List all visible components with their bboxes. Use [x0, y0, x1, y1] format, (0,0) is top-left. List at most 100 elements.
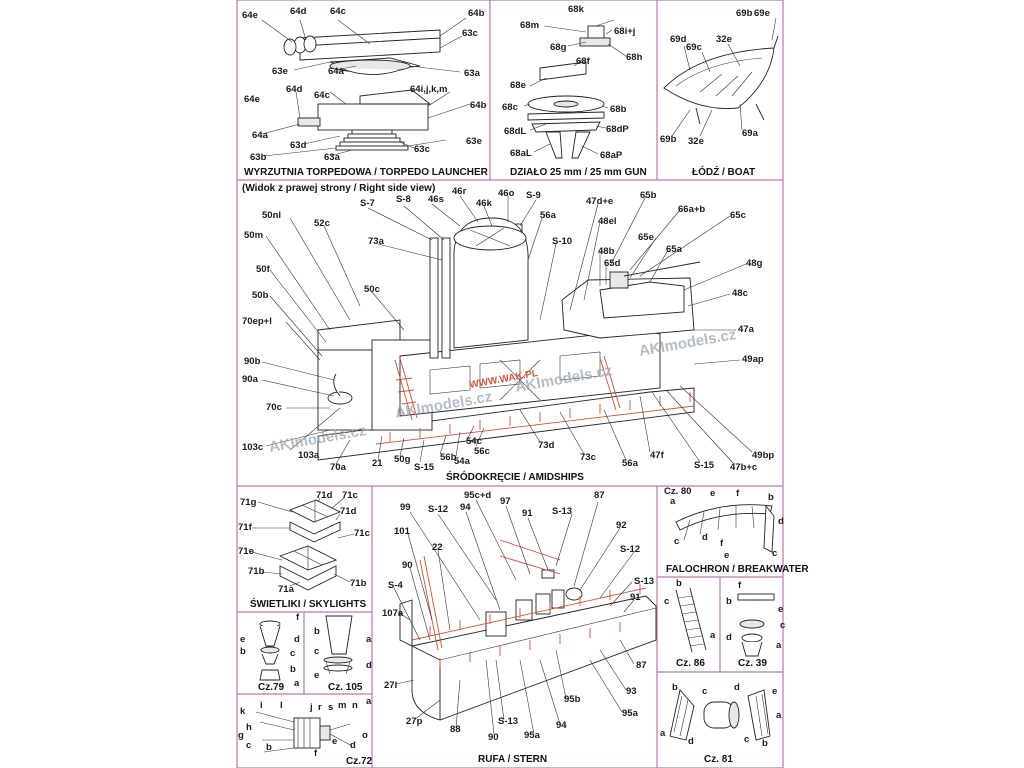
- breakwater-label: c: [674, 536, 679, 547]
- torpedo-label: 63c: [414, 144, 430, 155]
- amidships-label: 70a: [330, 462, 347, 473]
- cz105-drawing: [323, 615, 353, 675]
- stern-label: 90: [488, 732, 499, 743]
- breakwater-label: d: [702, 532, 708, 543]
- torpedo-label: 64d: [286, 84, 303, 95]
- skylight-label: 71a: [278, 584, 295, 595]
- amidships-label: 50b: [252, 290, 269, 301]
- cz81-labels: b c a d e a d c b Cz. 81: [660, 682, 782, 765]
- amidships-label: 21: [372, 458, 383, 469]
- amidships-label: 90b: [244, 356, 261, 367]
- cz72-label: h: [246, 722, 252, 733]
- amidships-label: 56a: [622, 458, 639, 469]
- cz79-label: d: [294, 634, 300, 645]
- gun-leader-lines: [523, 25, 627, 155]
- amidships-label: 70c: [266, 402, 282, 413]
- breakwater-label: d: [778, 516, 784, 527]
- cz105-label: d: [366, 660, 372, 671]
- cz81-label: e: [772, 686, 777, 697]
- amidships-label: S-7: [360, 198, 375, 209]
- cz81-label: c: [702, 686, 707, 697]
- cz105-label: e: [314, 670, 319, 681]
- cz81-drawing: [669, 689, 771, 741]
- gun-label: 68h: [626, 52, 643, 63]
- skylight-label: 71c: [354, 528, 370, 539]
- cz81-label: c: [744, 734, 749, 745]
- cz72-label: o: [362, 730, 368, 741]
- cz72-label: i: [260, 700, 263, 711]
- amidships-label: 46r: [452, 186, 467, 197]
- cz39-label: d: [726, 632, 732, 643]
- cz86-drawing: [675, 587, 707, 653]
- cz81-label: a: [660, 728, 666, 739]
- cz39-drawing: [737, 593, 775, 657]
- amidships-label: 103a: [298, 450, 320, 461]
- gun-label: 68e: [510, 80, 526, 91]
- torpedo-label: 64e: [244, 94, 260, 105]
- cz79-drawing: [259, 620, 281, 681]
- cz105-label: c: [314, 646, 319, 657]
- breakwater-drawing: [675, 504, 775, 553]
- cz72-label: m: [338, 700, 346, 711]
- stern-label: S-12: [620, 544, 640, 555]
- cz72-label: d: [350, 740, 356, 751]
- boat-label: 32e: [688, 136, 704, 147]
- cz81-label: b: [672, 682, 678, 693]
- amidships-label: 50nl: [262, 210, 281, 221]
- torpedo-labels: 64e 64d 64c 64b 63c 63e 64a 63a 64e 64d …: [242, 6, 489, 178]
- cz81-caption: Cz. 81: [704, 754, 733, 765]
- boat-label: 69b: [736, 8, 753, 19]
- cz72-label: b: [266, 742, 272, 753]
- stern-label: S-13: [498, 716, 518, 727]
- skylights-section-title: ŚWIETLIKI / SKYLIGHTS: [250, 597, 366, 610]
- cz81-label: d: [688, 736, 694, 747]
- stern-label: 27p: [406, 716, 423, 727]
- stern-label: 27l: [384, 680, 397, 691]
- cz72-label: l: [280, 700, 283, 711]
- amidships-label: 49bp: [752, 450, 774, 461]
- stern-label: 99: [400, 502, 411, 513]
- gun-section-title: DZIAŁO 25 mm / 25 mm GUN: [510, 167, 647, 178]
- amidships-label: 65c: [730, 210, 746, 221]
- panel-borders: [236, 0, 784, 768]
- cz105-labels: b a c d e Cz. 105: [314, 626, 372, 693]
- cz72-caption: Cz.72: [346, 756, 373, 767]
- amidships-label: 90a: [242, 374, 259, 385]
- gun-label: 68aP: [600, 150, 623, 161]
- amidships-label: 48b: [598, 246, 615, 257]
- torpedo-label: 64d: [290, 6, 307, 17]
- gun-labels: 68k 68m 68i+j 68g 68h 68f 68e 68c 68b 68…: [502, 4, 647, 178]
- cz72-label: k: [240, 706, 246, 717]
- stern-label: S-13: [552, 506, 572, 517]
- breakwater-label: e: [724, 550, 729, 561]
- stern-label: 95c+d: [464, 490, 491, 501]
- cz72-label: c: [246, 740, 251, 751]
- cz105-label: a: [366, 634, 372, 645]
- cz81-label: b: [762, 738, 768, 749]
- cz105-label: b: [314, 626, 320, 637]
- stern-label: 93: [626, 686, 637, 697]
- gun-label: 68dP: [606, 124, 629, 135]
- amidships-label: 73d: [538, 440, 555, 451]
- cz86-caption: Cz. 86: [676, 658, 705, 669]
- skylight-label: 71d: [316, 490, 333, 501]
- amidships-label: S-8: [396, 194, 411, 205]
- torpedo-leader-lines: [261, 17, 471, 157]
- stern-label: 22: [432, 542, 443, 553]
- torpedo-label: 63c: [462, 28, 478, 39]
- stern-label: S-13: [634, 576, 654, 587]
- skylight-label: 71f: [238, 522, 253, 533]
- amidships-label: 46k: [476, 198, 493, 209]
- amidships-label: 52c: [314, 218, 330, 229]
- torpedo-label: 63e: [466, 136, 482, 147]
- stern-leader-lines: [393, 499, 635, 735]
- gun-label: 68k: [568, 4, 585, 15]
- stern-label: 88: [450, 724, 461, 735]
- cz72-label: r: [318, 702, 322, 713]
- cz72-label: j: [309, 702, 313, 713]
- torpedo-label: 64c: [314, 90, 330, 101]
- amidships-label: 56b: [440, 452, 457, 463]
- stern-label: S-4: [388, 580, 404, 591]
- stern-label: 95b: [564, 694, 581, 705]
